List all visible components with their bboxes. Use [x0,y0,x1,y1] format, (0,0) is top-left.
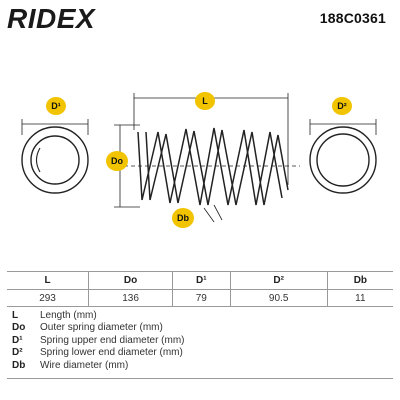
spec-header-d1: D¹ [172,271,231,290]
legend-item: Db Wire diameter (mm) [12,359,185,372]
bottom-rule [7,378,393,379]
spec-value-do: 136 [88,289,173,307]
upper-end-view [21,119,89,194]
lower-end-view [309,119,377,194]
tag-d1: D¹ [46,97,66,115]
brand-logo: RIDEX [7,3,96,34]
spec-value-d1: 79 [172,289,231,307]
spec-header-d2: D² [229,271,328,290]
spring-side-view [110,93,300,223]
legend-desc: Outer spring diameter (mm) [40,322,163,334]
legend-desc: Spring upper end diameter (mm) [40,334,185,346]
legend-item: D² Spring lower end diameter (mm) [12,347,185,360]
spec-value-l: 293 [7,289,89,307]
spec-header-db: Db [326,271,393,290]
legend-key: Do [12,322,26,334]
spec-header-l: L [7,271,89,290]
spec-table: L Do D¹ D² Db 293 136 79 90.5 11 [7,271,393,307]
spring-diagram: D¹ L D² Do Db [0,40,400,270]
legend-key: L [12,309,19,321]
spec-table-value-row: 293 136 79 90.5 11 [7,289,393,307]
legend: L Length (mm) Do Outer spring diameter (… [12,309,185,372]
legend-desc: Spring lower end diameter (mm) [40,347,183,359]
tag-do: Do [106,151,128,171]
legend-desc: Length (mm) [40,309,97,321]
legend-key: D¹ [12,334,23,346]
spec-header-do: Do [88,271,173,290]
legend-key: D² [12,347,23,359]
legend-desc: Wire diameter (mm) [40,359,129,371]
tag-db: Db [172,208,194,228]
part-number: 188C0361 [319,10,386,26]
header: RIDEX 188C0361 [0,0,400,40]
tag-l: L [195,92,215,110]
spec-value-db: 11 [326,289,393,307]
legend-item: Do Outer spring diameter (mm) [12,322,185,335]
legend-key: Db [12,359,26,371]
spec-table-header-row: L Do D¹ D² Db [7,271,393,290]
legend-item: L Length (mm) [12,309,185,322]
spec-value-d2: 90.5 [229,289,328,307]
legend-item: D¹ Spring upper end diameter (mm) [12,334,185,347]
spring-drawing [21,93,377,223]
tag-d2: D² [332,97,352,115]
